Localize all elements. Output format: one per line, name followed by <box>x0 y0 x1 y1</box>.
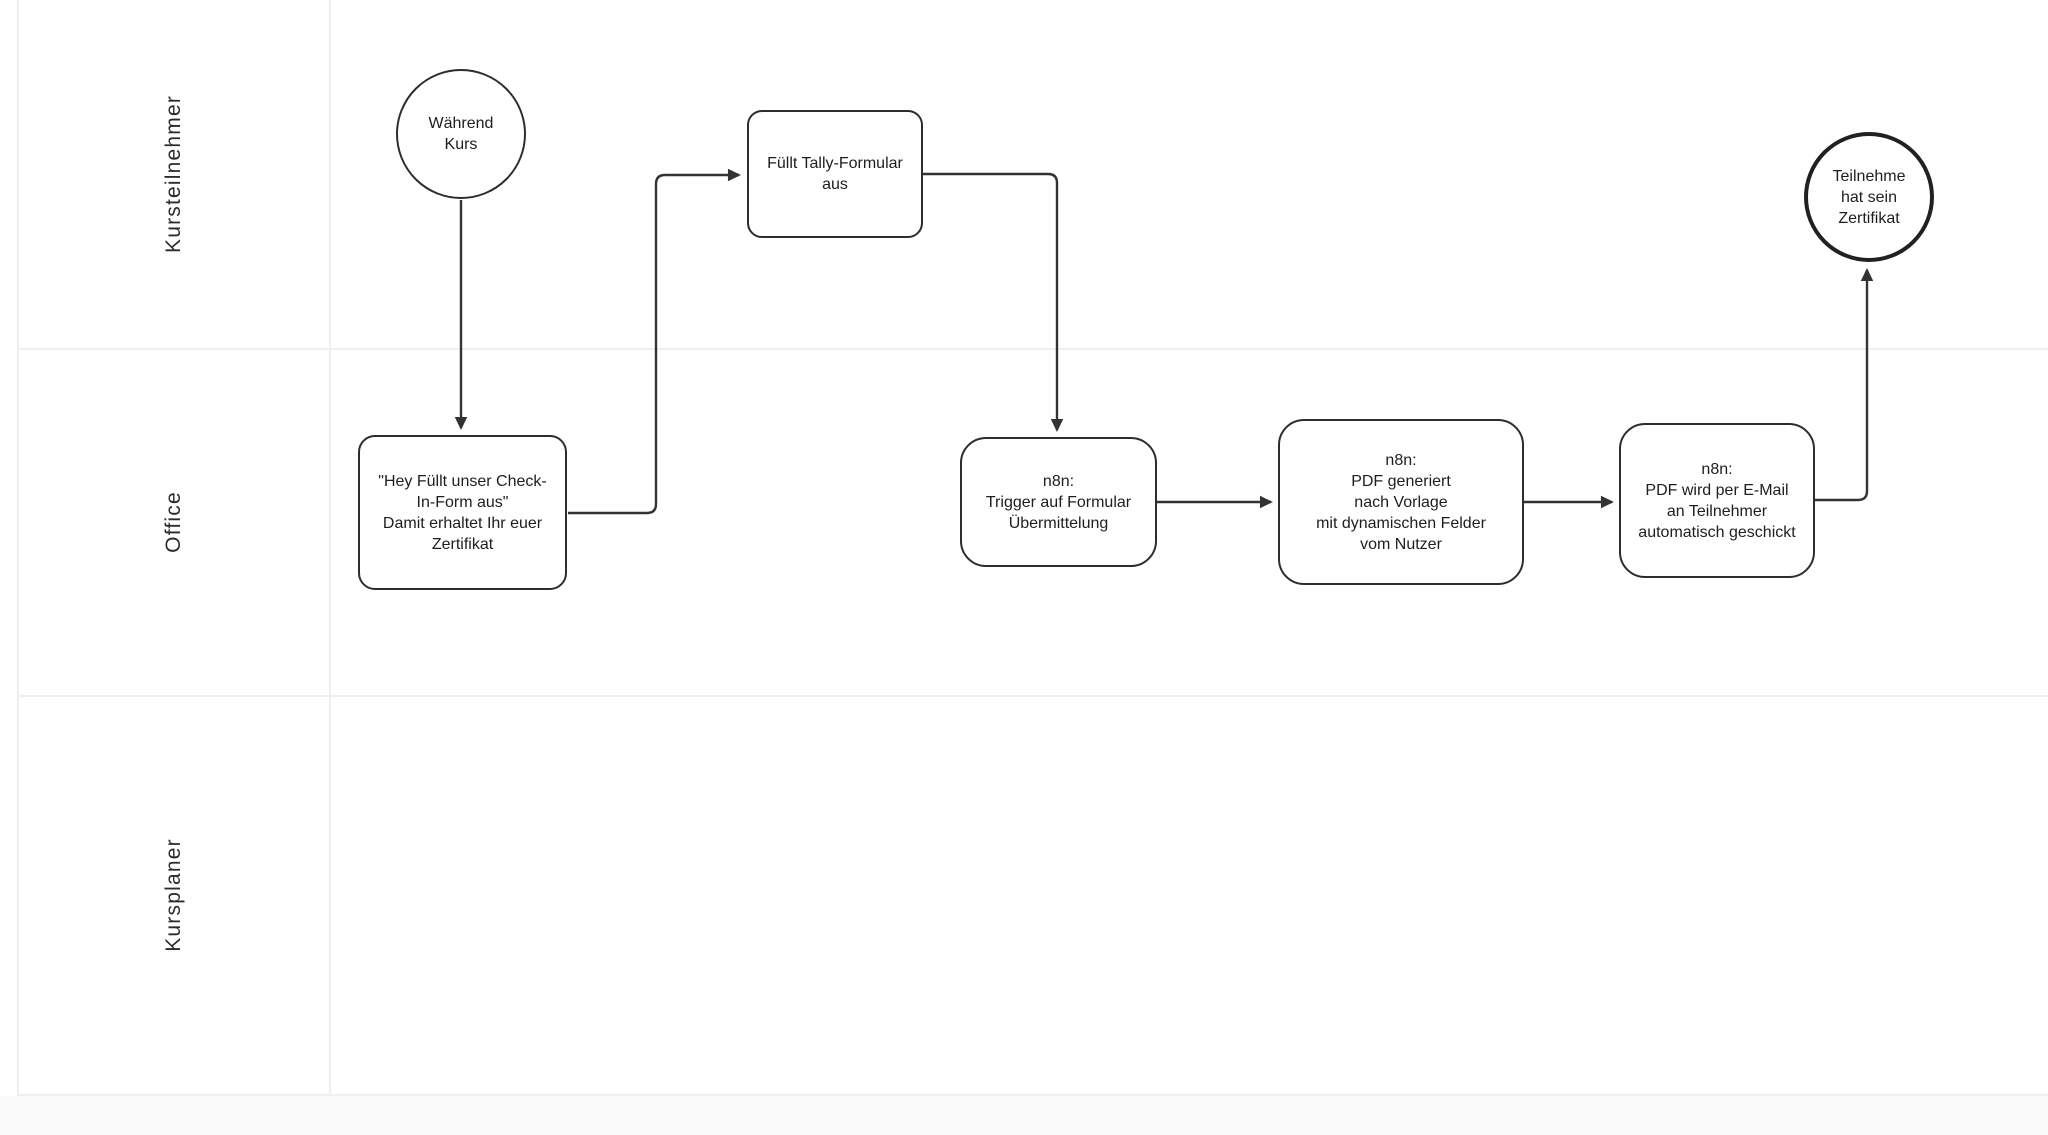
lane-label-office: Office <box>161 490 185 553</box>
lane-kursteilnehmer[interactable]: Kursteilnehmer <box>19 0 329 348</box>
lane-label-kursplaner: Kursplaner <box>162 837 185 952</box>
checkin-message-label: "Hey Füllt unser Check- In-Form aus" Dam… <box>378 472 547 553</box>
lane-label-divider <box>329 0 331 1095</box>
lane-kursplaner[interactable]: Kursplaner <box>19 695 329 1094</box>
n8n-pdf-generate-label: n8n: PDF generiert nach Vorlage mit dyna… <box>1316 451 1486 553</box>
pool-bottom-border <box>17 1094 2048 1096</box>
fill-tally-form-node[interactable]: Füllt Tally-Formular aus <box>747 110 923 238</box>
n8n-pdf-generate-node[interactable]: n8n: PDF generiert nach Vorlage mit dyna… <box>1278 419 1524 585</box>
n8n-pdf-email-label: n8n: PDF wird per E-Mail an Teilnehmer a… <box>1638 460 1796 541</box>
lane-divider-2 <box>17 695 2048 697</box>
pool-left-border <box>17 0 19 1095</box>
n8n-pdf-email-node[interactable]: n8n: PDF wird per E-Mail an Teilnehmer a… <box>1619 423 1815 578</box>
n8n-trigger-label: n8n: Trigger auf Formular Übermittelung <box>985 472 1132 532</box>
start-event-node[interactable]: Während Kurs <box>396 69 526 199</box>
fill-tally-form-label: Füllt Tally-Formular aus <box>767 155 903 193</box>
checkin-message-node[interactable]: "Hey Füllt unser Check- In-Form aus" Dam… <box>358 435 567 590</box>
end-event-label: Teilnehme hat sein Zertifikat <box>1832 167 1906 227</box>
n8n-trigger-node[interactable]: n8n: Trigger auf Formular Übermittelung <box>960 437 1157 567</box>
end-event-node[interactable]: Teilnehme hat sein Zertifikat <box>1804 132 1934 262</box>
start-event-label: Während Kurs <box>428 115 494 153</box>
lane-office[interactable]: Office <box>19 348 329 695</box>
lane-label-kursteilnehmer: Kursteilnehmer <box>162 94 185 254</box>
